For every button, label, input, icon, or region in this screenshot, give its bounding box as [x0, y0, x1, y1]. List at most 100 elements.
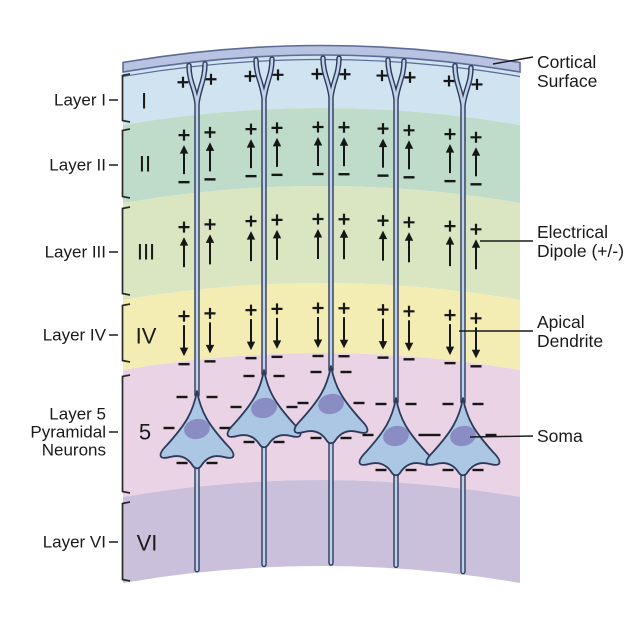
dipole-arrow-head: [313, 137, 323, 146]
dipole-arrow-head: [179, 145, 189, 154]
plus-sign: [312, 302, 324, 314]
dipole-arrow-head: [339, 229, 349, 238]
apical-dendrite-core: [386, 58, 406, 567]
plus-sign: [338, 302, 350, 314]
band-layer-IV: [123, 283, 520, 370]
plus-sign: [245, 215, 257, 227]
bracket-layer-III: [121, 206, 131, 296]
band-layer-VI: [123, 480, 520, 583]
label-layer-II: Layer II: [49, 156, 106, 175]
dipole-arrow-head: [272, 229, 282, 239]
label-layer-III: Layer III: [45, 243, 106, 262]
apical-dendrite-core: [321, 56, 341, 565]
pyramidal-neuron-3: [293, 55, 369, 566]
nucleus: [184, 418, 210, 440]
plus-sign: [204, 218, 216, 230]
band-layer-II: [123, 108, 520, 203]
leader-line-soma: [469, 435, 534, 438]
plus-sign: [377, 123, 389, 135]
plus-sign: [205, 73, 217, 85]
plus-sign: [376, 70, 388, 82]
numeral-layer-III: III: [137, 240, 155, 265]
plus-sign: [338, 213, 350, 225]
plus-sign: [312, 213, 324, 225]
numeral-layer-VI: VI: [137, 531, 158, 556]
apical-dendrite-core: [187, 62, 207, 571]
plus-sign: [471, 78, 483, 90]
plus-sign: [178, 129, 190, 141]
nucleus: [251, 397, 277, 419]
plus-sign: [470, 312, 482, 324]
dipole-arrow-head: [445, 144, 455, 153]
plus-sign: [271, 214, 283, 226]
dipole-arrow-head: [404, 232, 414, 241]
numeral-layer-I: I: [141, 89, 147, 114]
label-layer-I: Layer I: [54, 91, 106, 110]
plus-sign: [470, 223, 482, 235]
nucleus: [318, 393, 344, 415]
nucleus: [450, 425, 476, 447]
band-layer-I: [123, 55, 520, 125]
plus-sign: [444, 128, 456, 140]
dipole-arrow-head: [404, 342, 414, 352]
plus-sign: [204, 307, 216, 319]
pyramidal-neuron-2: [226, 56, 302, 568]
apical-dendrite-core: [453, 64, 473, 573]
plus-sign: [271, 303, 283, 315]
plus-sign: [443, 75, 455, 87]
plus-sign: [403, 124, 415, 136]
label-layer-IV: Layer IV: [43, 326, 107, 345]
plus-sign: [403, 216, 415, 228]
layer-bands: [123, 55, 520, 583]
dipole-arrow-head: [471, 349, 481, 359]
plus-sign: [245, 123, 257, 135]
plus-sign: [271, 122, 283, 134]
plus-sign: [403, 305, 415, 317]
plus-sign: [177, 76, 189, 88]
dipole-arrow-head: [378, 138, 388, 148]
plus-sign: [404, 71, 416, 83]
leader-line-cortical-surface: [492, 56, 534, 65]
plus-sign: [178, 310, 190, 322]
numeral-layer-II: II: [139, 152, 151, 177]
plus-sign: [312, 121, 324, 133]
dipole-arrow-head: [339, 339, 349, 349]
dipole-arrow-head: [246, 231, 256, 240]
dipole-arrow-head: [313, 229, 323, 238]
plus-sign: [178, 221, 190, 233]
annotation-soma: Soma: [537, 426, 583, 446]
dipole-arrow-head: [179, 237, 189, 246]
dipole-arrow-head: [313, 339, 323, 349]
dipole-arrow-head: [205, 344, 215, 354]
dipole-arrow-head: [246, 139, 256, 148]
bracket-layer-IV: [121, 303, 131, 363]
nucleus: [383, 425, 409, 447]
apical-dendrite-core: [254, 57, 274, 566]
bracket-layer-II: [121, 128, 131, 199]
bracket-layer-VI: [121, 501, 131, 582]
dipole-arrow-head: [272, 137, 282, 147]
numeral-layer-IV: IV: [136, 324, 157, 349]
plus-sign: [338, 121, 350, 133]
dipole-arrow-head: [339, 137, 349, 146]
label-layer-VI: Layer VI: [43, 533, 106, 552]
plus-sign: [204, 126, 216, 138]
plus-sign: [444, 309, 456, 321]
dipole-arrow-head: [445, 236, 455, 245]
bracket-layer-I: [121, 73, 131, 123]
numeral-layer-V: 5: [139, 420, 151, 445]
plus-sign: [339, 68, 351, 80]
plus-sign: [377, 304, 389, 316]
dipole-arrow-head: [378, 230, 388, 240]
dipole-arrow-head: [378, 341, 388, 350]
plus-sign: [311, 68, 323, 80]
band-layer-III: [123, 186, 520, 300]
cortical-surface-band: [122, 44, 521, 73]
plus-sign: [470, 131, 482, 143]
